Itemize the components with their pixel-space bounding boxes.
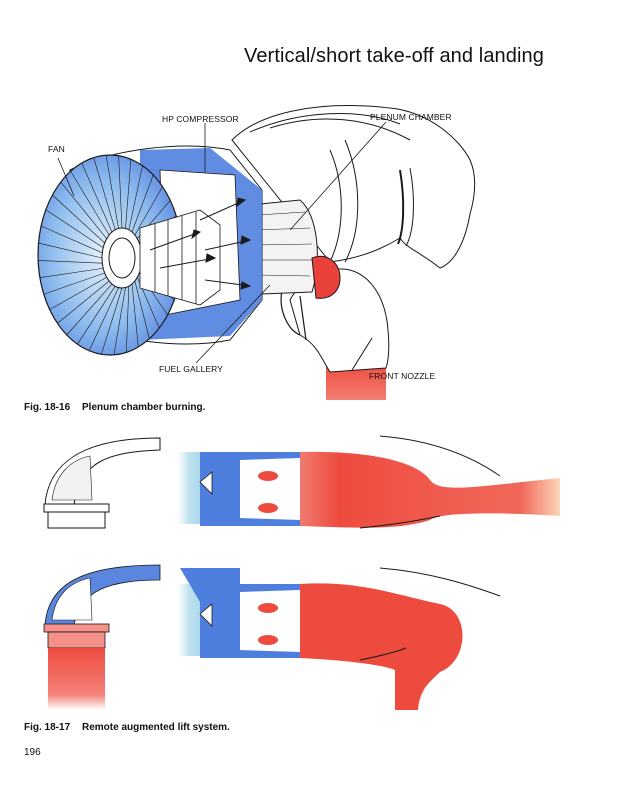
fan-blade	[70, 171, 110, 236]
rear-duct	[231, 105, 476, 269]
fan-blade	[126, 286, 130, 353]
fan-blade	[134, 280, 150, 339]
fan-blade	[57, 280, 110, 324]
fan-blade	[131, 174, 154, 233]
fan-blade	[60, 181, 107, 239]
fan-blade	[52, 194, 105, 244]
caption-number: Fig. 18-16	[24, 402, 71, 413]
fan-blade	[134, 186, 163, 236]
fan-blade	[40, 225, 103, 254]
plenum-chamber-engine-illustration	[37, 105, 476, 400]
front-nozzle-elbow	[280, 268, 390, 400]
engine-lift-mode	[178, 567, 501, 710]
rals-nozzle-lit	[43, 564, 161, 710]
remote-augmented-lift-illustration	[43, 435, 560, 710]
fan-blade	[113, 287, 126, 355]
caption-number: Fig. 18-17	[24, 722, 71, 733]
airflow-arrows	[149, 197, 252, 290]
running-title: Vertical/short take-off and landing	[244, 45, 544, 67]
caption-text: Remote augmented lift system.	[82, 722, 230, 733]
label-front-nozzle: FRONT NOZZLE	[369, 371, 436, 381]
leader-lines	[57, 121, 387, 364]
fan-blade	[38, 260, 103, 264]
fan-blade	[45, 209, 104, 248]
caption-text: Plenum chamber burning.	[82, 402, 206, 413]
fan-disk	[37, 154, 183, 356]
fan-blade	[66, 283, 113, 336]
figure-caption-18-16: Fig. 18-16 Plenum chamber burning.	[24, 402, 205, 413]
label-fuel-gallery: FUEL GALLERY	[159, 364, 224, 374]
page-number: 196	[24, 747, 41, 758]
fan-blade	[38, 242, 103, 259]
fan-blade	[77, 286, 116, 345]
fan-blade	[43, 272, 105, 295]
fan-blade	[125, 159, 132, 229]
fan-blade	[105, 155, 119, 229]
fan-blade	[128, 165, 143, 230]
fan-blade	[101, 287, 123, 355]
fan-blade	[93, 157, 116, 230]
fan-blade	[39, 267, 104, 279]
fan-blade	[118, 155, 123, 229]
fan-blade	[81, 162, 113, 233]
label-plenum-chamber: PLENUM CHAMBER	[370, 112, 452, 122]
figure-caption-18-17: Fig. 18-17 Remote augmented lift system.	[24, 722, 230, 733]
hp-compressor-cone	[139, 209, 221, 306]
label-hp-compressor: HP COMPRESSOR	[162, 114, 239, 124]
plenum-chamber	[249, 199, 341, 299]
engine-cruise-mode	[178, 435, 560, 529]
fan-blade	[88, 287, 119, 351]
fan-blade	[131, 283, 139, 347]
rals-nozzle-unlit	[43, 437, 161, 529]
fan-blade	[49, 277, 107, 310]
label-fan: FAN	[48, 144, 65, 154]
